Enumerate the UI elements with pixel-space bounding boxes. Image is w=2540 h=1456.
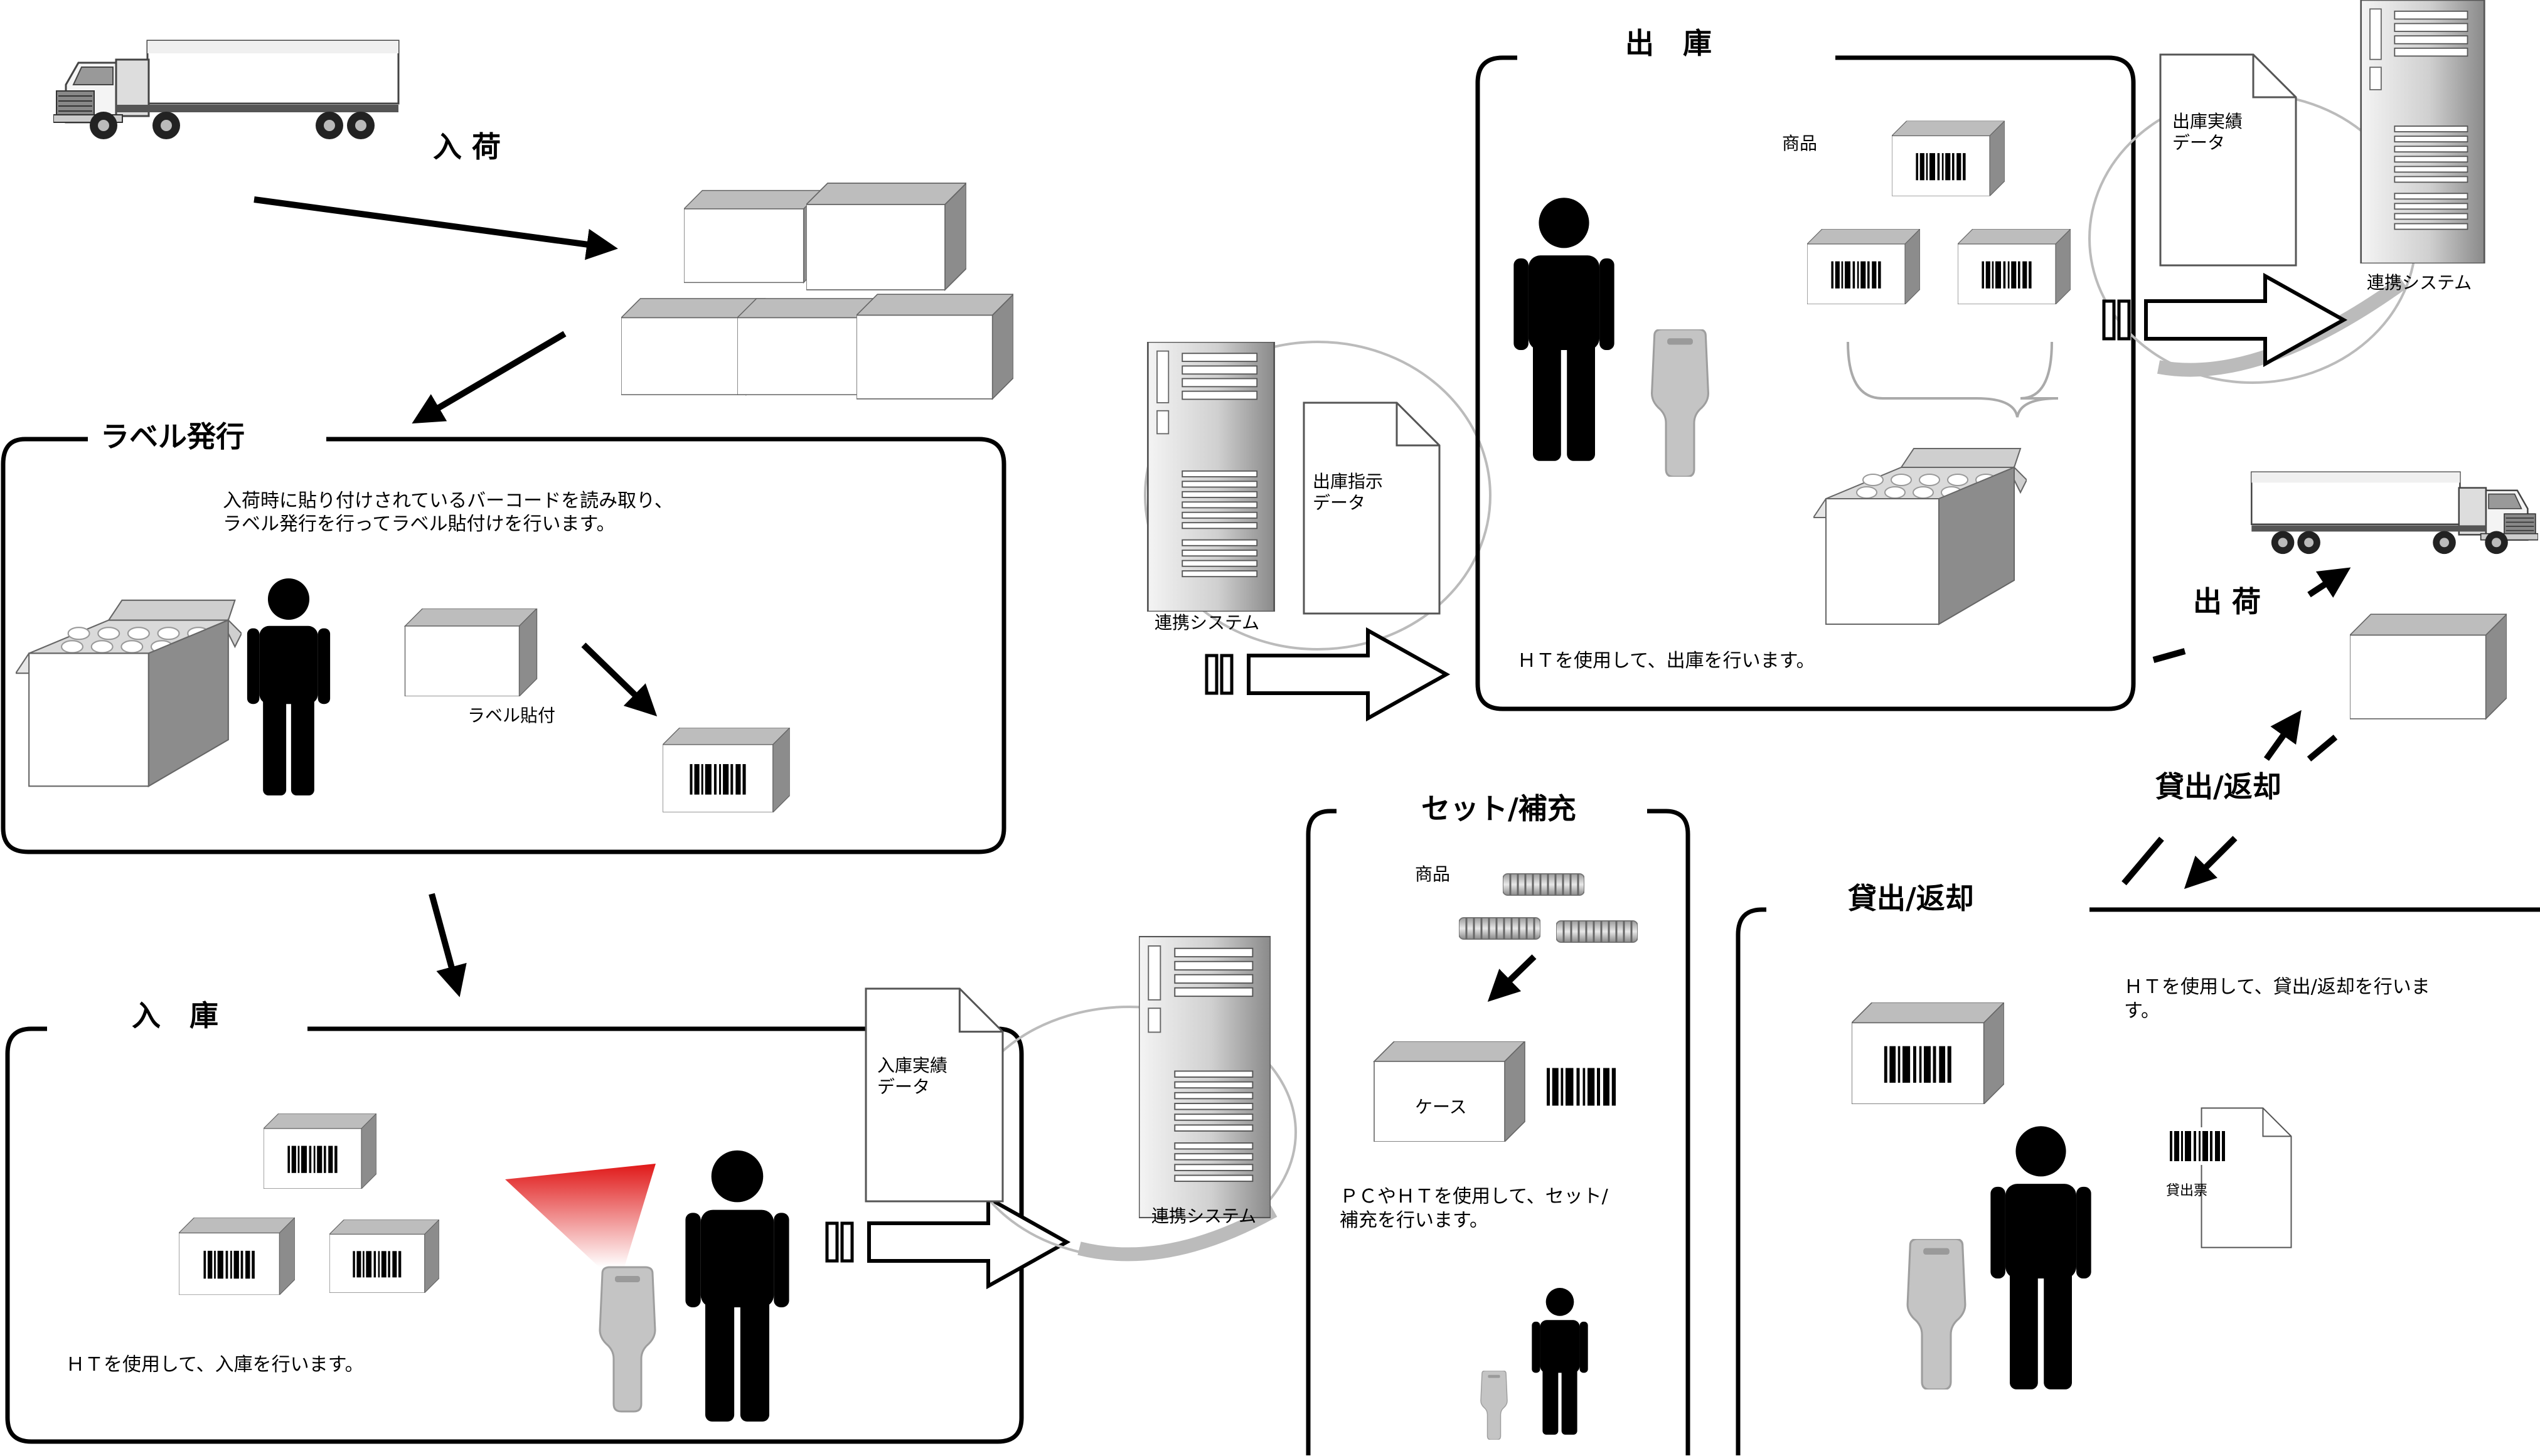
handheld-scanner-icon [1906, 1239, 1966, 1390]
box-icon [806, 182, 966, 291]
barcode-box-icon [179, 1218, 295, 1295]
open-carton-icon [1813, 447, 2027, 625]
box-icon [684, 189, 822, 284]
box-icon [2350, 614, 2507, 720]
lend-dash-2 [2121, 836, 2164, 886]
handheld-scanner-icon [1480, 1371, 1508, 1440]
barcode-icon [1542, 1063, 1621, 1110]
label-issue-desc-1: 入荷時に貼り付けされているバーコードを読み取り、 [223, 490, 673, 512]
result-system-label: 連携システム [2367, 272, 2472, 293]
set-replenish-case: ケース [1415, 1097, 1467, 1117]
document-icon [2159, 53, 2297, 267]
hollow-arrow-icon [2104, 276, 2344, 364]
person-icon [1990, 1126, 2091, 1390]
lend-return-panel: 貸出/返却 ＨＴを使用して、貸出/返却を行いま す。 貸出票 [1736, 881, 2540, 1455]
arrow-return-down [2184, 836, 2238, 890]
barcode-box-icon [264, 1113, 376, 1189]
instruction-system-label: 連携システム [1155, 612, 1259, 633]
person-icon [685, 1150, 789, 1422]
barcode-box-icon [1892, 121, 2005, 196]
arrow-to-barcode-box [581, 642, 658, 716]
server-icon [1139, 936, 1271, 1218]
arrow-to-receiving [429, 893, 467, 997]
label-apply-caption: ラベル貼付 [467, 705, 555, 726]
arrow-to-label [412, 331, 567, 424]
arrow-to-boxes [253, 196, 618, 260]
receiving-system-group: 入庫実績 データ 連携システム [865, 936, 1297, 1262]
arrival-area: 入 荷 [53, 40, 1013, 424]
label-issue-title: ラベル発行 [100, 420, 245, 454]
barcode-box-icon [1958, 229, 2071, 304]
coil-goods-icon [1556, 920, 1638, 943]
set-replenish-goods: 商品 [1415, 864, 1450, 885]
set-replenish-title: セット/補充 [1421, 792, 1576, 826]
set-replenish-desc-2: 補充を行います。 [1340, 1209, 1488, 1231]
instruction-system-group: 連携システム 出庫指示 データ [1144, 341, 1491, 718]
arrival-title: 入 荷 [433, 130, 501, 164]
stacked-boxes [621, 182, 1013, 400]
person-icon [247, 578, 331, 796]
shipping-out-panel: 出 庫 商品 ＨＴを使用して、出庫を行います。 [1475, 26, 2136, 711]
coil-goods-icon [1459, 917, 1540, 940]
label-issue-desc-2: ラベル発行を行ってラベル貼付けを行います。 [223, 513, 616, 535]
receiving-system-label: 連携システム [1151, 1206, 1256, 1226]
arrow-shipment-out [2307, 567, 2351, 598]
arrow-to-case [1487, 954, 1537, 1002]
lend-return-desc-1: ＨＴを使用して、貸出/返却を行いま [2124, 976, 2430, 998]
barcode-icon [2166, 1127, 2229, 1165]
result-system-group: 出庫実績 データ 連携システム [2088, 0, 2485, 384]
shipping-out-desc: ＨＴを使用して、出庫を行います。 [1517, 650, 1815, 672]
receiving-title: 入 庫 [132, 999, 218, 1033]
shipping-out-goods: 商品 [1782, 133, 1817, 154]
handheld-scanner-icon [599, 1266, 656, 1413]
handheld-scanner-icon [1650, 329, 1710, 477]
label-issue-panel: ラベル発行 入荷時に貼り付けされているバーコードを読み取り、 ラベル発行を行って… [1, 420, 1006, 854]
set-replenish-panel: セット/補充 商品 ケース ＰＣやＨＴを使用して、セット/ 補充を行います。 [1306, 792, 1690, 1455]
person-icon [1532, 1288, 1588, 1435]
instruction-doc-line1: 出庫指示 [1313, 471, 1383, 492]
truck-icon [2250, 471, 2538, 555]
receiving-doc-line2: データ [877, 1076, 930, 1097]
person-icon [1513, 198, 1614, 461]
receiving-desc: ＨＴを使用して、入庫を行います。 [66, 1354, 364, 1376]
hollow-arrow-icon [1207, 630, 1446, 718]
barcode-box-icon [1852, 1002, 2004, 1104]
lend-return-title: 貸出/返却 [1848, 881, 1974, 915]
shipment-dash [2152, 648, 2186, 663]
receiving-doc-line1: 入庫実績 [877, 1055, 947, 1076]
truck-icon [53, 40, 400, 141]
lend-dash [2307, 735, 2338, 762]
instruction-doc-line2: データ [1313, 492, 1365, 513]
case-box-icon [1373, 1041, 1526, 1142]
goods-brace [1847, 341, 2059, 418]
lend-slip-label: 貸出票 [2166, 1183, 2207, 1199]
result-doc-line2: データ [2172, 132, 2225, 153]
barcode-box-icon [329, 1220, 439, 1293]
lend-return-arrow-title: 貸出/返却 [2155, 770, 2281, 804]
barcode-box-icon [1807, 229, 1920, 304]
coil-goods-icon [1503, 873, 1584, 896]
set-replenish-desc-1: ＰＣやＨＴを使用して、セット/ [1340, 1186, 1609, 1208]
server-icon [2360, 0, 2485, 263]
lend-return-desc-2: す。 [2124, 1000, 2160, 1022]
shipment-area: 出 荷 貸出/返却 [2121, 471, 2538, 890]
result-doc-line1: 出庫実績 [2172, 111, 2243, 132]
server-icon [1146, 342, 1276, 612]
scan-beam [505, 1164, 656, 1267]
box-icon [856, 294, 1013, 400]
arrow-lend-up [2263, 709, 2302, 761]
shipment-title: 出 荷 [2193, 585, 2261, 619]
receiving-panel: 入 庫 ＨＴを使用して、入庫を行います。 [5, 999, 1067, 1444]
open-carton-icon [16, 599, 242, 787]
box-icon [404, 608, 538, 696]
hollow-arrow-icon [827, 1198, 1067, 1286]
shipping-out-title: 出 庫 [1625, 26, 1712, 60]
barcode-box-icon [663, 728, 790, 812]
